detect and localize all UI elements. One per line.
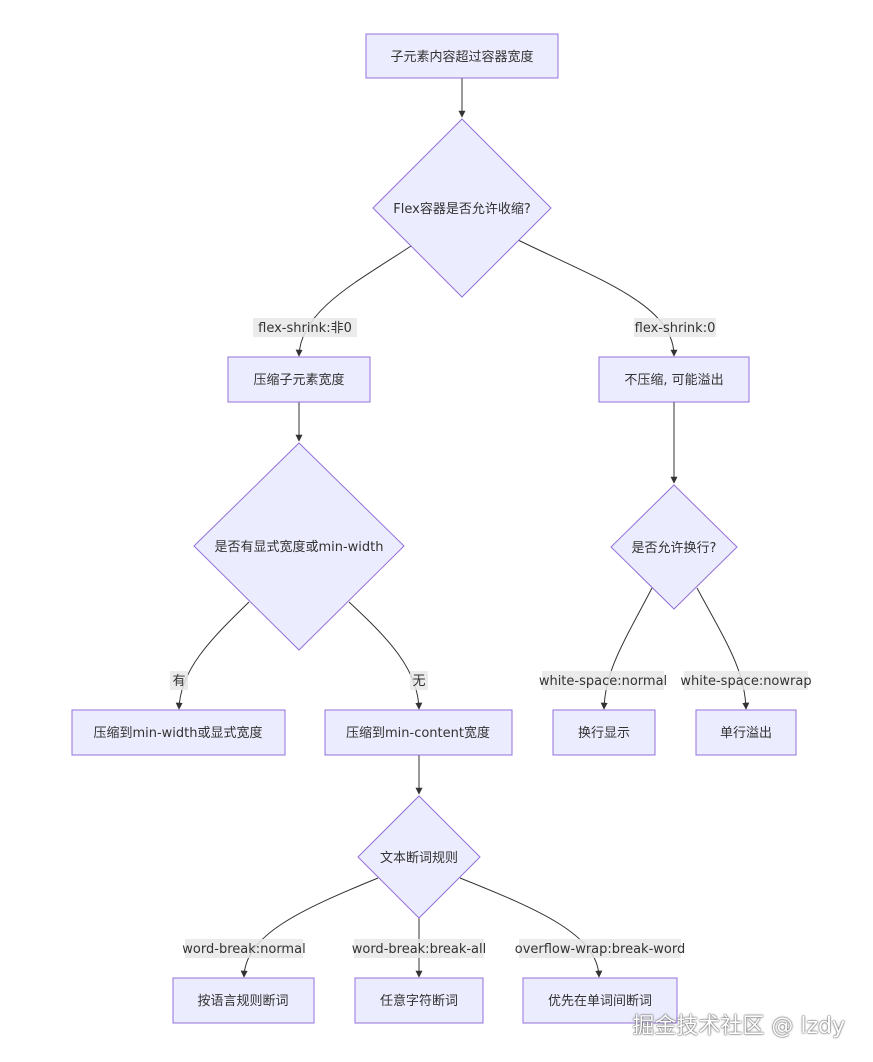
node-shrink-to-min-width-label: 压缩到min-width或显式宽度 [93, 725, 262, 741]
node-start-label: 子元素内容超过容器宽度 [390, 49, 533, 65]
edge-q4-to-prefer [459, 877, 603, 978]
node-shrink-to-min-content-label: 压缩到min-content宽度 [346, 725, 490, 741]
node-flex-shrink-question[interactable]: Flex容器是否允许收缩? [372, 118, 552, 298]
node-single-line-overflow[interactable]: 单行溢出 [695, 709, 797, 756]
edge-label-none: 无 [412, 674, 425, 689]
edge-label-wb-break-all: word-break:break-all [352, 942, 487, 957]
edge-q3-to-wrap [600, 587, 653, 710]
node-start[interactable]: 子元素内容超过容器宽度 [365, 33, 559, 79]
watermark: 掘金技术社区 @ lzdy [632, 1014, 845, 1039]
node-no-shrink[interactable]: 不压缩, 可能溢出 [598, 356, 750, 403]
node-wrap-question-label: 是否允许换行? [632, 540, 717, 556]
node-flex-shrink-question-label: Flex容器是否允许收缩? [393, 201, 530, 217]
edge-q3-to-overflow [696, 587, 750, 710]
edge-q4-to-lang [240, 877, 379, 978]
edge-label-wb-normal: word-break:normal [182, 942, 305, 957]
edge-q2-to-mincontent [348, 601, 423, 710]
edges [175, 78, 750, 978]
edge-label-ow-break-word: overflow-wrap:break-word [515, 942, 685, 957]
nodes: 子元素内容超过容器宽度 Flex容器是否允许收缩? 压缩子元素宽度 不压缩, 可… [71, 33, 797, 1024]
node-language-break-label: 按语言规则断词 [197, 994, 288, 1009]
node-wrap-display[interactable]: 换行显示 [552, 709, 656, 756]
edge-q2-to-minwidth [175, 601, 250, 710]
node-prefer-word-break-label: 优先在单词间断词 [548, 994, 652, 1009]
edge-label-ws-nowrap: white-space:nowrap [680, 674, 811, 689]
edge-label-ws-normal: white-space:normal [539, 674, 667, 689]
edge-q1-to-noshrink [517, 239, 678, 357]
node-shrink-width-label: 压缩子元素宽度 [253, 372, 344, 388]
edge-q1-to-shrink [295, 245, 412, 357]
edge-label-shrink-zero: flex-shrink:0 [635, 321, 716, 336]
node-any-char-break-label: 任意字符断词 [380, 993, 458, 1009]
node-language-break[interactable]: 按语言规则断词 [172, 977, 315, 1024]
node-explicit-width-question-label: 是否有显式宽度或min-width [214, 539, 383, 555]
node-word-break-question[interactable]: 文本断词规则 [357, 795, 481, 919]
node-prefer-word-break[interactable]: 优先在单词间断词 [522, 977, 678, 1024]
node-no-shrink-label: 不压缩, 可能溢出 [624, 372, 723, 388]
node-shrink-to-min-content[interactable]: 压缩到min-content宽度 [324, 709, 513, 756]
node-single-line-overflow-label: 单行溢出 [720, 726, 772, 741]
node-wrap-question[interactable]: 是否允许换行? [610, 484, 738, 610]
node-explicit-width-question[interactable]: 是否有显式宽度或min-width [193, 442, 405, 651]
edge-label-has: 有 [172, 674, 185, 689]
node-any-char-break[interactable]: 任意字符断词 [354, 977, 484, 1024]
node-word-break-question-label: 文本断词规则 [380, 851, 458, 866]
node-wrap-display-label: 换行显示 [578, 726, 630, 741]
node-shrink-width[interactable]: 压缩子元素宽度 [227, 356, 371, 403]
edge-label-shrink-nonzero: flex-shrink:非0 [258, 321, 352, 336]
edge-labels: flex-shrink:非0 flex-shrink:0 有 无 white-s… [170, 318, 812, 958]
node-shrink-to-min-width[interactable]: 压缩到min-width或显式宽度 [71, 709, 286, 756]
